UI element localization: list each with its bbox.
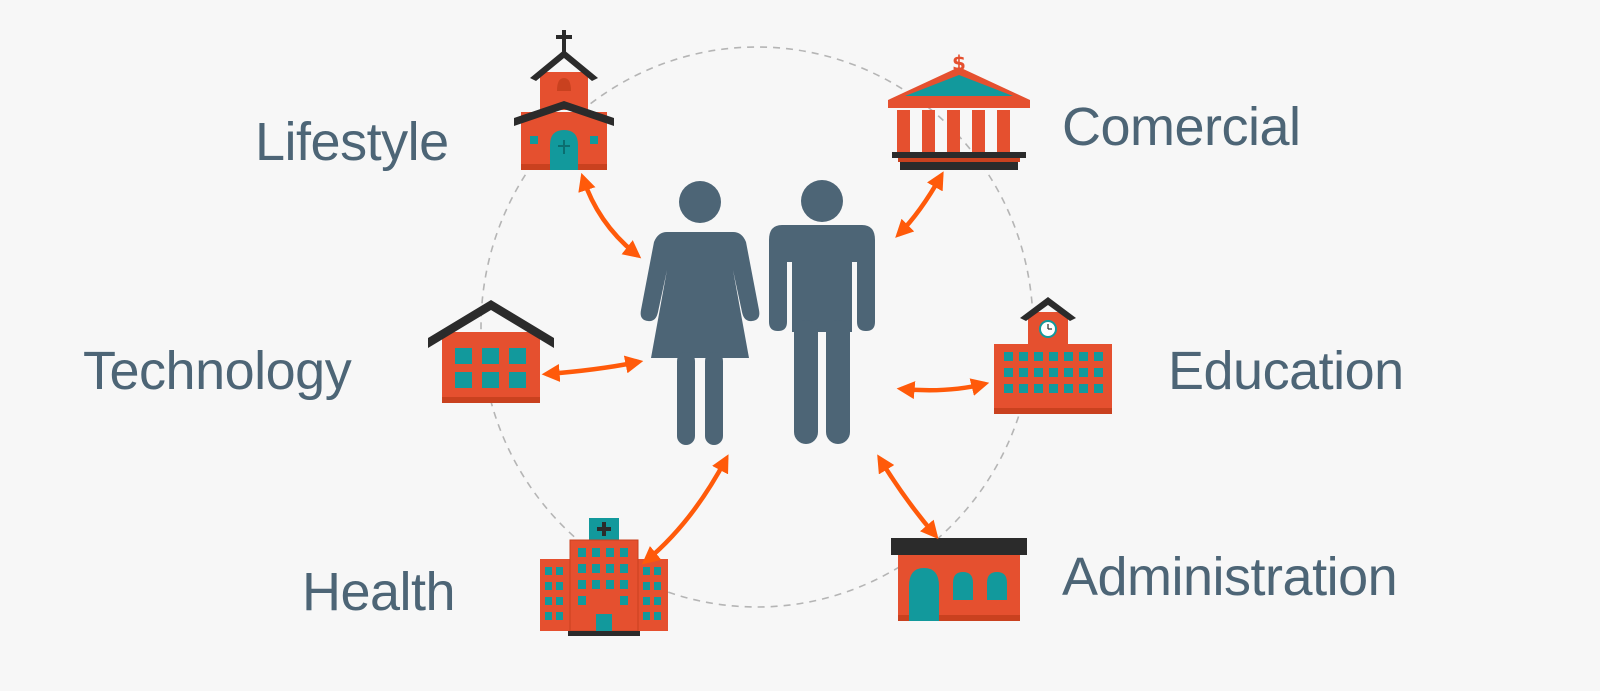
bank-icon: $ (888, 51, 1030, 170)
administration-building-icon (891, 538, 1027, 621)
node-label-technology: Technology (83, 341, 352, 401)
arrow-health (641, 454, 729, 565)
church-icon (514, 30, 614, 170)
node-label-lifestyle: Lifestyle (255, 112, 449, 172)
school-icon (994, 297, 1112, 414)
arrow-technology (541, 355, 644, 382)
node-label-health: Health (302, 562, 456, 622)
arrow-comercial (895, 171, 944, 238)
arrow-administration (877, 454, 939, 540)
node-label-comercial: Comercial (1062, 97, 1301, 157)
arrow-education (896, 378, 990, 400)
man-icon (769, 180, 875, 444)
arrow-lifestyle (578, 172, 642, 259)
node-label-administration: Administration (1062, 547, 1398, 607)
hospital-icon (540, 518, 668, 636)
connector-arrows (541, 171, 990, 565)
woman-icon (640, 181, 760, 445)
node-label-education: Education (1168, 341, 1404, 401)
house-icon (428, 300, 554, 403)
